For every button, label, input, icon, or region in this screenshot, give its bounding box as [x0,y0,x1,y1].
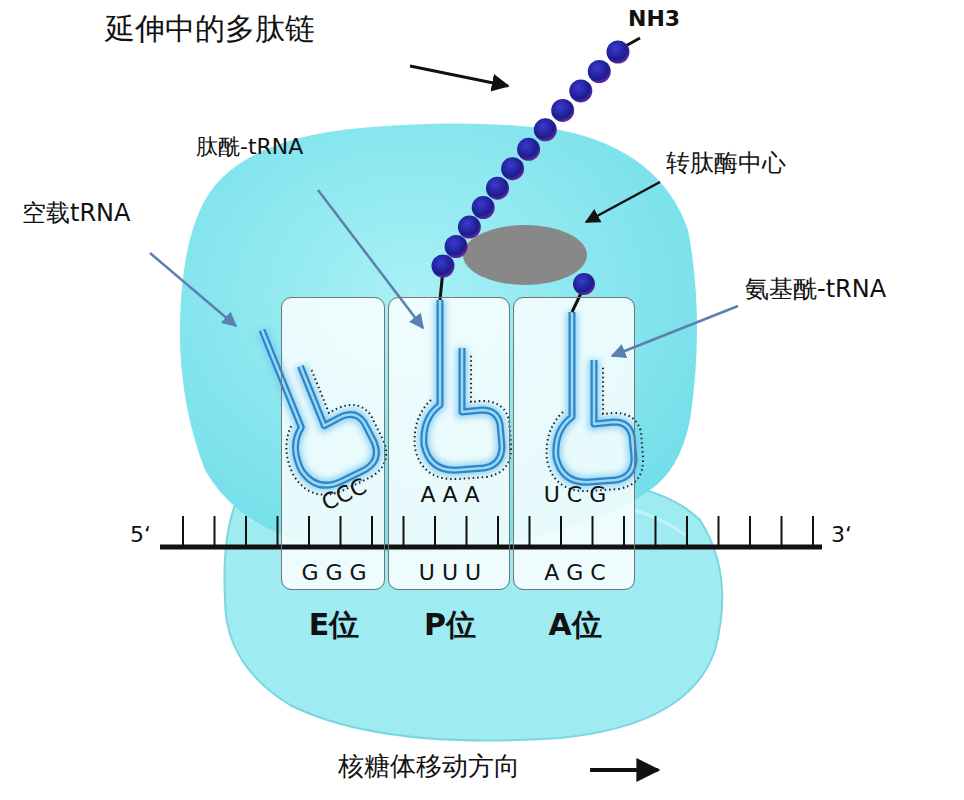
site-name-label: P位 [424,605,476,646]
anticodon-label: CCC [318,473,370,515]
site-name-label: A位 [548,605,601,646]
amino-terminus-label: NH3 [628,6,680,31]
site-name-label: E位 [309,605,360,646]
peptidyl-trna-label: 肽酰-tRNA [196,134,303,159]
anticodon-label: U C G [544,482,607,507]
codon-label: G G G [301,560,366,585]
anticodon-label: A A A [420,482,479,507]
peptidyl-transferase-label: 转肽酶中心 [666,150,786,178]
codon-label: A G C [544,560,605,585]
three-prime-label: 3‘ [831,522,852,547]
direction-label: 核糖体移动方向 [338,752,520,782]
ribosome-site-box: CCCG G GE位 [281,297,385,590]
five-prime-label: 5‘ [130,522,151,547]
codon-label: U U U [419,560,481,585]
ribosome-site-box: U C GA G CA位 [513,297,635,590]
polypeptide-label: 延伸中的多肽链 [105,12,315,47]
aminoacyl-trna-label: 氨基酰-tRNA [745,276,886,304]
empty-trna-label: 空载tRNA [22,200,130,228]
ribosome-site-box: A A AU U UP位 [388,297,510,590]
